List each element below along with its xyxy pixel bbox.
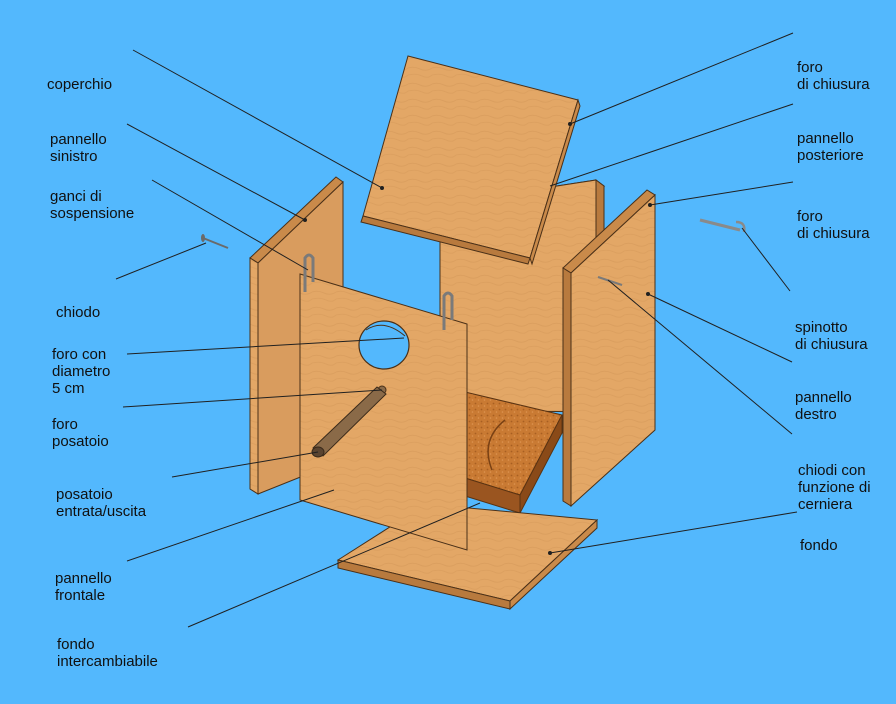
- right-panel: [562, 189, 656, 508]
- front-panel: [299, 273, 468, 551]
- label-coperchio: coperchio: [47, 76, 113, 93]
- roof-panel: [360, 55, 581, 266]
- locking-pin: [699, 218, 746, 233]
- hinge-nail: [597, 276, 623, 286]
- leader-dots: [303, 122, 652, 555]
- label-chiodo: chiodo: [56, 304, 101, 321]
- birdhouse-exploded-view: [115, 32, 798, 628]
- leader-lines: [115, 32, 798, 628]
- label-fondo: fondo: [800, 537, 838, 554]
- nail: [201, 234, 229, 249]
- hanging-hooks: [303, 253, 454, 330]
